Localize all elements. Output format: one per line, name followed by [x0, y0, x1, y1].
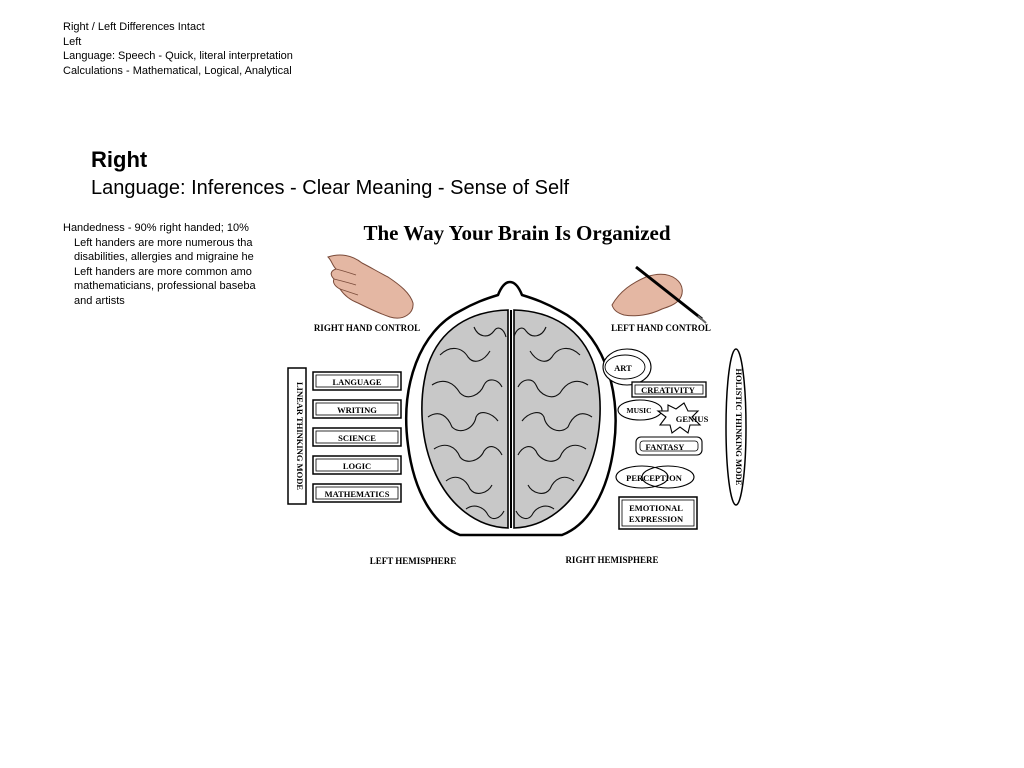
- left-item-logic: LOGIC: [343, 461, 371, 471]
- handedness-line-2: Left handers are more numerous tha: [74, 236, 253, 249]
- left-hand-illustration: [611, 265, 707, 324]
- genius-label: GENIUS: [676, 414, 709, 424]
- right-heading: Right: [91, 147, 148, 172]
- handedness-line-3: disabilities, allergies and migraine he: [74, 251, 254, 263]
- fantasy-label: FANTASY: [646, 442, 685, 452]
- brain-organization-figure: The Way Your Brain Is Organized RIGHT HA…: [270, 205, 760, 580]
- left-item-science: SCIENCE: [338, 433, 376, 443]
- art-label: ART: [614, 363, 632, 373]
- music-label: MUSIC: [626, 406, 651, 415]
- expression-label: EXPRESSION: [629, 514, 684, 524]
- left-hand-control-label: LEFT HAND CONTROL: [611, 323, 711, 333]
- left-item-mathematics: MATHEMATICS: [325, 489, 390, 499]
- left-hemisphere-shape: [421, 309, 509, 529]
- right-items-cluster: ART CREATIVITY MUSIC GENIUS FANTASY PERC…: [602, 348, 709, 530]
- perception-label: PERCEPTION: [626, 473, 683, 483]
- holistic-mode-ellipse: [725, 348, 747, 506]
- right-language-line: Language: Inferences - Clear Meaning - S…: [91, 177, 570, 199]
- left-item-language: LANGUAGE: [332, 377, 381, 387]
- intro-title: Right / Left Differences Intact: [63, 21, 205, 33]
- handedness-line-1: Handedness - 90% right handed; 10%: [63, 222, 249, 234]
- left-items-list: LANGUAGE WRITING SCIENCE LOGIC MATHEMATI…: [312, 371, 402, 503]
- right-hand-control-label: RIGHT HAND CONTROL: [314, 323, 420, 333]
- intro-language-line: Language: Speech - Quick, literal interp…: [63, 50, 293, 62]
- handedness-line-4: Left handers are more common amo: [74, 265, 252, 278]
- handedness-line-5: mathematicians, professional baseba: [74, 280, 256, 292]
- linear-thinking-mode-label: LINEAR THINKING MODE: [295, 382, 305, 490]
- handedness-line-6: and artists: [74, 294, 125, 307]
- linear-mode-box: [287, 367, 307, 505]
- right-hemisphere-label: RIGHT HEMISPHERE: [565, 555, 658, 565]
- handedness-text-block: Handedness - 90% right handed; 10% Left …: [63, 221, 273, 308]
- right-text-block: Right Language: Inferences - Clear Meani…: [91, 145, 569, 203]
- figure-title: The Way Your Brain Is Organized: [363, 221, 670, 245]
- left-hemisphere-label: LEFT HEMISPHERE: [370, 556, 457, 566]
- brain-folds: [427, 326, 593, 520]
- emotional-label: EMOTIONAL: [629, 503, 683, 513]
- intro-calculations-line: Calculations - Mathematical, Logical, An…: [63, 64, 292, 77]
- creativity-label: CREATIVITY: [641, 385, 695, 395]
- right-hemisphere-shape: [513, 309, 601, 529]
- intro-left-label: Left: [63, 35, 82, 48]
- holistic-thinking-mode-label: HOLISTIC THINKING MODE: [734, 369, 744, 486]
- left-item-writing: WRITING: [337, 405, 377, 415]
- intro-text-block: Right / Left Differences Intact Left Lan…: [63, 20, 293, 78]
- right-hand-illustration: [327, 254, 414, 319]
